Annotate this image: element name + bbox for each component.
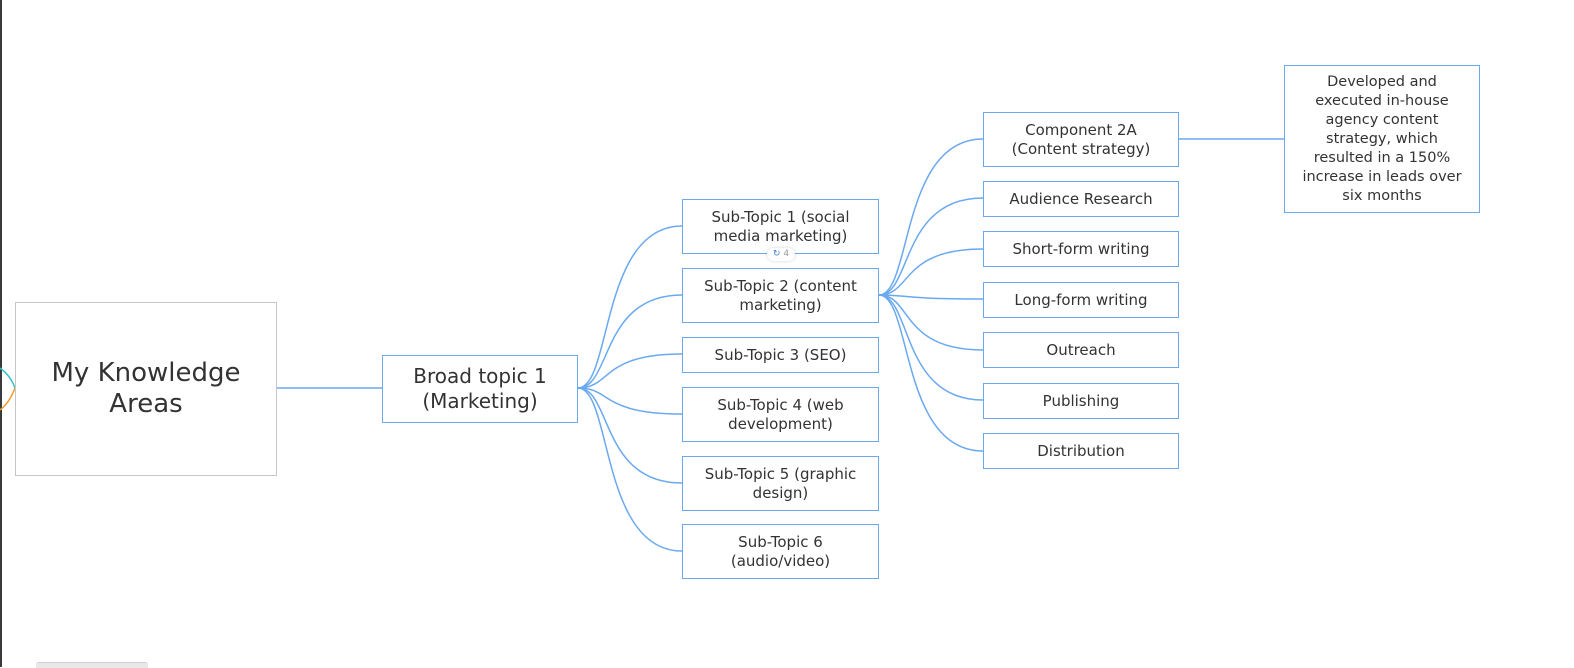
note-label: Developed and executed in-house agency c… — [1302, 73, 1462, 204]
subtopic-node-5[interactable]: Sub-Topic 5 (graphic design) — [682, 456, 879, 511]
broad-topic-node[interactable]: Broad topic 1 (Marketing) — [382, 355, 578, 423]
collapsed-count: 4 — [783, 249, 790, 259]
link-sub2-comp4 — [878, 294, 984, 300]
component-label-3: Short-form writing — [1012, 239, 1150, 258]
component-node-distribution[interactable]: Distribution — [983, 433, 1179, 469]
subtopic-node-2[interactable]: Sub-Topic 2 (content marketing) — [682, 268, 879, 323]
root-topic-label: My Knowledge Areas — [51, 358, 241, 419]
subtopic-label-6: Sub-Topic 6 (audio/video) — [730, 532, 831, 570]
subtopic-node-4[interactable]: Sub-Topic 4 (web development) — [682, 387, 879, 442]
component-label-1: Component 2A (Content strategy) — [1011, 120, 1151, 158]
note-node-achievement[interactable]: Developed and executed in-house agency c… — [1284, 65, 1480, 213]
link-broad-sub4 — [577, 387, 683, 415]
component-label-4: Long-form writing — [1014, 290, 1148, 309]
subtopic-node-3[interactable]: Sub-Topic 3 (SEO) — [682, 337, 879, 373]
subtopic-node-1[interactable]: Sub-Topic 1 (social media marketing) — [682, 199, 879, 254]
component-node-content-strategy[interactable]: Component 2A (Content strategy) — [983, 112, 1179, 167]
window-left-edge — [0, 0, 2, 667]
link-broad-sub3 — [577, 353, 683, 389]
component-node-short-form-writing[interactable]: Short-form writing — [983, 231, 1179, 267]
component-label-6: Publishing — [1042, 391, 1120, 410]
component-node-outreach[interactable]: Outreach — [983, 332, 1179, 368]
component-label-5: Outreach — [1046, 340, 1116, 359]
link-broad-sub2 — [577, 294, 683, 389]
link-sub2-comp2 — [878, 197, 984, 296]
subtopic-label-2: Sub-Topic 2 (content marketing) — [704, 276, 857, 314]
link-sub2-comp5 — [878, 294, 984, 351]
link-broad-sub1 — [577, 225, 683, 389]
collapse-toggle-badge[interactable]: ↻ 4 — [767, 248, 795, 261]
refresh-icon: ↻ — [772, 249, 781, 259]
root-topic-node[interactable]: My Knowledge Areas — [15, 302, 277, 476]
link-broad-sub6 — [577, 387, 683, 552]
subtopic-label-3: Sub-Topic 3 (SEO) — [714, 345, 847, 364]
link-sub2-comp3 — [878, 248, 984, 296]
subtopic-node-6[interactable]: Sub-Topic 6 (audio/video) — [682, 524, 879, 579]
link-sub2-comp1 — [878, 138, 984, 296]
component-label-7: Distribution — [1037, 441, 1125, 460]
subtopic-label-4: Sub-Topic 4 (web development) — [717, 395, 844, 433]
bottom-panel-tab[interactable] — [36, 662, 148, 668]
link-broad-sub5 — [577, 387, 683, 484]
component-node-publishing[interactable]: Publishing — [983, 383, 1179, 419]
link-sub2-comp6 — [878, 294, 984, 401]
subtopic-label-5: Sub-Topic 5 (graphic design) — [704, 464, 857, 502]
component-node-audience-research[interactable]: Audience Research — [983, 181, 1179, 217]
broad-topic-label: Broad topic 1 (Marketing) — [413, 364, 547, 413]
component-node-long-form-writing[interactable]: Long-form writing — [983, 282, 1179, 318]
left-branch-orange — [0, 387, 16, 411]
left-branch-teal — [0, 367, 16, 389]
subtopic-label-1: Sub-Topic 1 (social media marketing) — [711, 207, 850, 245]
link-sub2-comp7 — [878, 294, 984, 452]
component-label-2: Audience Research — [1009, 189, 1153, 208]
